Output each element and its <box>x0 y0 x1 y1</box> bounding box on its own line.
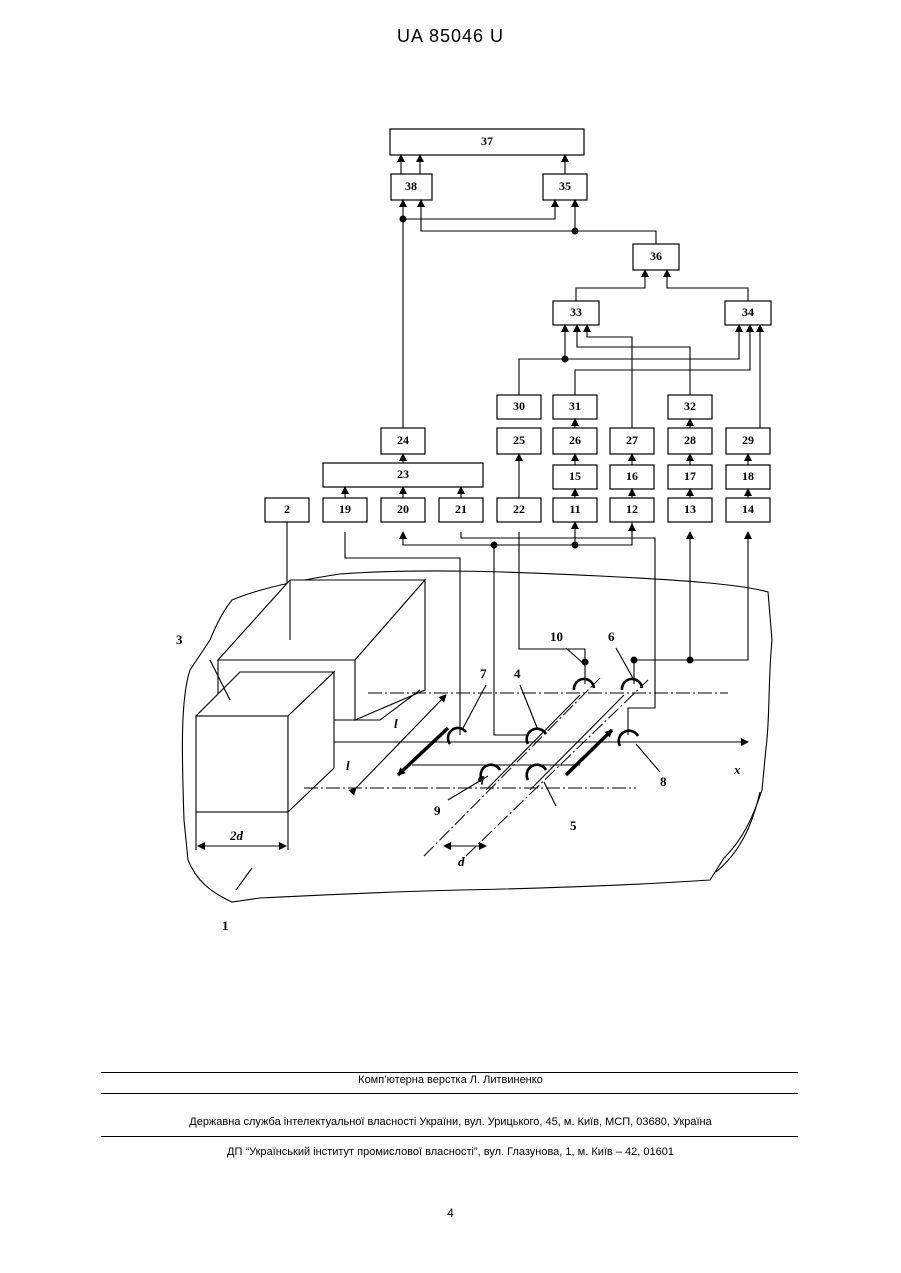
block-17: 17 <box>668 465 712 489</box>
svg-text:16: 16 <box>626 469 638 483</box>
svg-text:22: 22 <box>513 502 525 516</box>
svg-text:24: 24 <box>397 433 409 447</box>
label-2d: 2d <box>229 828 244 843</box>
block-11: 11 <box>553 498 597 522</box>
label-4: 4 <box>514 666 521 681</box>
svg-text:28: 28 <box>684 433 696 447</box>
label-6: 6 <box>608 629 615 644</box>
sensor-5 <box>527 765 546 780</box>
block-19: 19 <box>323 498 367 522</box>
label-3: 3 <box>176 632 183 647</box>
block-29: 29 <box>726 428 770 454</box>
block-31: 31 <box>553 395 597 419</box>
block-13: 13 <box>668 498 712 522</box>
device-3 <box>196 580 425 850</box>
svg-text:17: 17 <box>684 469 696 483</box>
label-5: 5 <box>570 818 577 833</box>
svg-text:29: 29 <box>742 433 754 447</box>
block-2: 2 <box>265 498 309 522</box>
svg-text:36: 36 <box>650 249 662 263</box>
svg-text:34: 34 <box>742 305 754 319</box>
block-14: 14 <box>726 498 770 522</box>
block-24: 24 <box>381 428 425 454</box>
label-7: 7 <box>480 666 487 681</box>
svg-text:37: 37 <box>481 134 493 148</box>
svg-text:11: 11 <box>569 502 580 516</box>
block-22: 22 <box>497 498 541 522</box>
svg-text:23: 23 <box>397 467 409 481</box>
block-26: 26 <box>553 428 597 454</box>
block-16: 16 <box>610 465 654 489</box>
svg-text:14: 14 <box>742 502 754 516</box>
svg-text:20: 20 <box>397 502 409 516</box>
block-30: 30 <box>497 395 541 419</box>
svg-text:26: 26 <box>569 433 581 447</box>
block-18: 18 <box>726 465 770 489</box>
label-l-lower: l <box>346 758 350 773</box>
label-d: d <box>458 854 465 869</box>
sensor-10 <box>574 679 594 690</box>
footer-layout-credit: Комп’ютерна верстка Л. Литвиненко <box>0 1074 901 1086</box>
label-x-axis: x <box>733 762 741 777</box>
svg-text:19: 19 <box>339 502 351 516</box>
sensor-6 <box>622 679 642 690</box>
svg-text:21: 21 <box>455 502 467 516</box>
footer-rule-1 <box>101 1072 798 1073</box>
block-28: 28 <box>668 428 712 454</box>
footer-rule-2 <box>101 1093 798 1094</box>
label-q: q <box>478 770 485 785</box>
svg-text:18: 18 <box>742 469 754 483</box>
svg-text:13: 13 <box>684 502 696 516</box>
block-21: 21 <box>439 498 483 522</box>
svg-text:33: 33 <box>570 305 582 319</box>
label-1: 1 <box>222 918 229 933</box>
footer-institute: ДП “Український інститут промислової вла… <box>0 1146 901 1158</box>
block-33: 33 <box>553 301 599 325</box>
label-10: 10 <box>550 629 563 644</box>
label-8: 8 <box>660 774 667 789</box>
footer-rule-3 <box>101 1136 798 1137</box>
svg-text:15: 15 <box>569 469 581 483</box>
svg-text:38: 38 <box>405 179 417 193</box>
svg-text:35: 35 <box>559 179 571 193</box>
block-32: 32 <box>668 395 712 419</box>
block-34: 34 <box>725 301 771 325</box>
block-23: 23 <box>323 463 483 487</box>
svg-text:25: 25 <box>513 433 525 447</box>
block-37: 37 <box>390 129 584 155</box>
footer-office: Державна служба інтелектуальної власност… <box>0 1116 901 1128</box>
block-20: 20 <box>381 498 425 522</box>
svg-text:27: 27 <box>626 433 638 447</box>
block-15: 15 <box>553 465 597 489</box>
block-35: 35 <box>543 174 587 200</box>
svg-text:31: 31 <box>569 399 581 413</box>
block-25: 25 <box>497 428 541 454</box>
label-9: 9 <box>434 803 441 818</box>
svg-text:2: 2 <box>284 502 290 516</box>
svg-text:32: 32 <box>684 399 696 413</box>
svg-text:30: 30 <box>513 399 525 413</box>
block-38: 38 <box>391 174 432 200</box>
page-number: 4 <box>0 1206 901 1220</box>
block-27: 27 <box>610 428 654 454</box>
svg-text:12: 12 <box>626 502 638 516</box>
block-36: 36 <box>633 244 679 270</box>
block-12: 12 <box>610 498 654 522</box>
label-l-upper: l <box>394 716 398 731</box>
